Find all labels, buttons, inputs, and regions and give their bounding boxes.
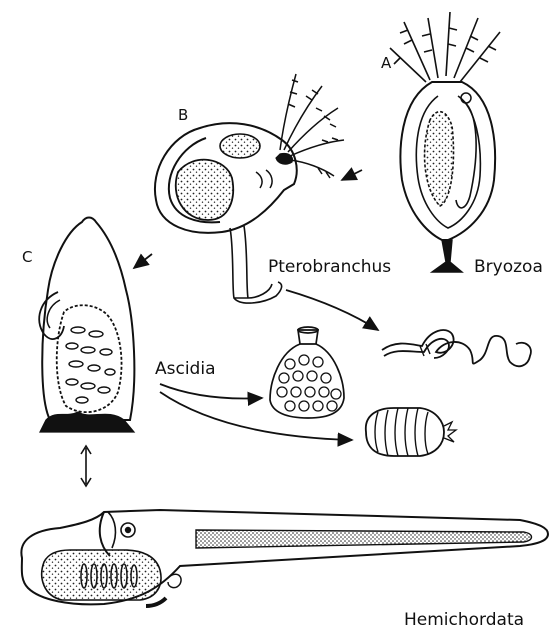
bryozoa-tentacles	[390, 12, 500, 82]
arrow-to-worm	[286, 290, 378, 330]
label-hemichordata: Hemichordata	[404, 610, 524, 630]
arrow-to-colony	[160, 384, 262, 398]
ascidian-pharynx	[57, 305, 122, 412]
bryozoa-figure	[390, 12, 500, 272]
pterobranchus-gut	[176, 160, 233, 220]
ascidian-colony-figure	[270, 327, 344, 418]
letter-c: C	[22, 248, 32, 266]
ascidian-gill-slits	[66, 327, 115, 403]
worm-larva-figure	[382, 330, 531, 366]
ascidian-adult-figure	[39, 218, 134, 433]
label-pterobranchus: Pterobranchus	[268, 257, 391, 277]
barrel-larva-figure	[366, 408, 456, 456]
bryozoa-stalk	[432, 240, 462, 272]
arrow-a-to-b	[342, 170, 362, 180]
relationship-arrows	[81, 170, 378, 486]
hemichordate-nerve-rod	[196, 530, 532, 548]
hemichordate-figure	[21, 510, 548, 606]
bryozoa-gut	[425, 112, 454, 206]
arrow-b-to-c	[134, 254, 152, 268]
ascidian-base	[40, 412, 134, 432]
arrow-c-hemichordata-double	[81, 446, 91, 486]
letter-a: A	[381, 54, 392, 72]
label-bryozoa: Bryozoa	[474, 257, 543, 277]
letter-b: B	[178, 106, 188, 124]
label-ascidia: Ascidia	[155, 359, 216, 379]
